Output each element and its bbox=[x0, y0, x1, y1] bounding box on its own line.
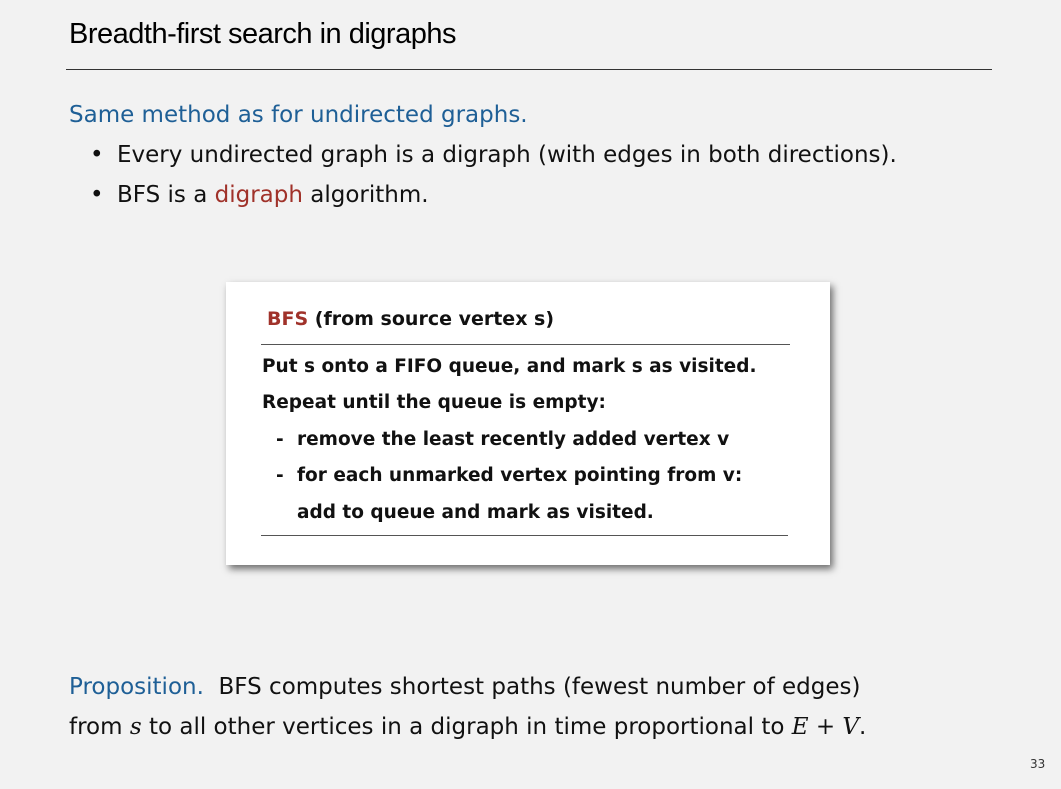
highlight-digraph: digraph bbox=[214, 182, 303, 208]
proposition-line-1: Proposition. BFS computes shortest paths… bbox=[69, 667, 866, 707]
bullet-dot-icon: • bbox=[90, 182, 104, 208]
bullet-text-prefix: BFS is a bbox=[117, 182, 215, 208]
bullet-list: • Every undirected graph is a digraph (w… bbox=[88, 142, 897, 222]
bullet-text: Every undirected graph is a digraph (wit… bbox=[117, 142, 897, 168]
proposition-text: . bbox=[859, 714, 867, 740]
bullet-item: • BFS is a digraph algorithm. bbox=[88, 182, 897, 222]
proposition: Proposition. BFS computes shortest paths… bbox=[69, 667, 866, 747]
page-number: 33 bbox=[1030, 757, 1046, 771]
algorithm-substep-continuation: add to queue and mark as visited. bbox=[297, 502, 654, 523]
algorithm-bottom-rule bbox=[261, 535, 788, 536]
proposition-text: BFS computes shortest paths (fewest numb… bbox=[218, 674, 861, 700]
proposition-line-2: from s to all other vertices in a digrap… bbox=[69, 707, 866, 747]
bullet-dot-icon: • bbox=[90, 142, 104, 168]
algorithm-title: BFS (from source vertex s) bbox=[267, 308, 554, 330]
algorithm-subtitle: (from source vertex s) bbox=[308, 308, 555, 330]
algorithm-top-rule bbox=[261, 344, 790, 345]
algorithm-step: Put s onto a FIFO queue, and mark s as v… bbox=[262, 356, 757, 377]
algorithm-substep: remove the least recently added vertex v bbox=[297, 429, 730, 450]
slide-title: Breadth-first search in digraphs bbox=[69, 18, 456, 50]
intro-text: Same method as for undirected graphs. bbox=[69, 102, 528, 128]
algorithm-substep: for each unmarked vertex pointing from v… bbox=[297, 465, 743, 486]
math-expression: E + V bbox=[791, 714, 860, 740]
bullet-item: • Every undirected graph is a digraph (w… bbox=[88, 142, 897, 182]
algorithm-box: BFS (from source vertex s) Put s onto a … bbox=[226, 282, 830, 565]
proposition-text: to all other vertices in a digraph in ti… bbox=[141, 714, 792, 740]
proposition-text: from bbox=[69, 714, 130, 740]
algorithm-step: Repeat until the queue is empty: bbox=[262, 392, 606, 413]
bullet-text-suffix: algorithm. bbox=[302, 182, 429, 208]
title-divider bbox=[66, 69, 992, 70]
proposition-label: Proposition. bbox=[69, 674, 204, 700]
algorithm-name: BFS bbox=[267, 308, 309, 330]
dash-marker: - bbox=[276, 429, 284, 450]
math-var-s: s bbox=[129, 714, 142, 740]
dash-marker: - bbox=[276, 465, 284, 486]
